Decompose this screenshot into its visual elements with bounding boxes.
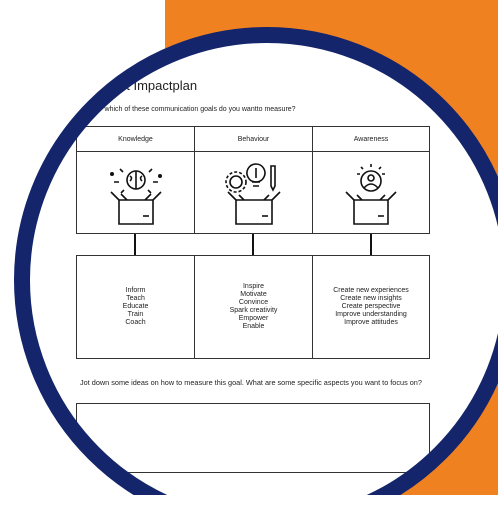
measure-prompt: Jot down some ideas on how to measure th… [80,378,422,387]
list-item: Coach [125,319,146,326]
list-item: Improve understanding [335,311,407,318]
list-item: Train [127,311,144,318]
list-item: Teach [126,295,145,302]
list-item: Inform [125,287,146,294]
navy-ring [14,27,498,495]
connector-behaviour [252,234,254,256]
list-awareness: Create new experiences Create new insigh… [312,255,430,359]
list-item: Inspire [242,283,264,290]
list-item: Spark creativity [229,307,278,314]
list-item: Motivate [240,291,267,298]
list-item: Improve attitudes [344,319,398,326]
icon-cell-awareness [312,151,430,234]
connector-awareness [370,234,372,256]
connector-knowledge [134,234,136,256]
person-idea-box-icon [345,164,397,225]
list-item: Enable [242,323,265,330]
brain-idea-box-icon [110,168,162,225]
list-item: Create new insights [340,295,402,302]
list-item: Create perspective [341,303,401,310]
gear-lightbulb-pencil-box-icon [225,163,281,225]
list-item: Convince [238,299,269,306]
column-header-awareness: Awareness [312,126,430,152]
list-item: Educate [122,303,149,310]
worksheet: orksheet Impactplan Goal- which of these… [17,30,498,495]
goal-question: which of these communication goals do yo… [104,106,296,113]
ring-decoration [14,27,498,495]
list-item: Empower [238,315,269,322]
list-item: Create new experiences [333,287,409,294]
